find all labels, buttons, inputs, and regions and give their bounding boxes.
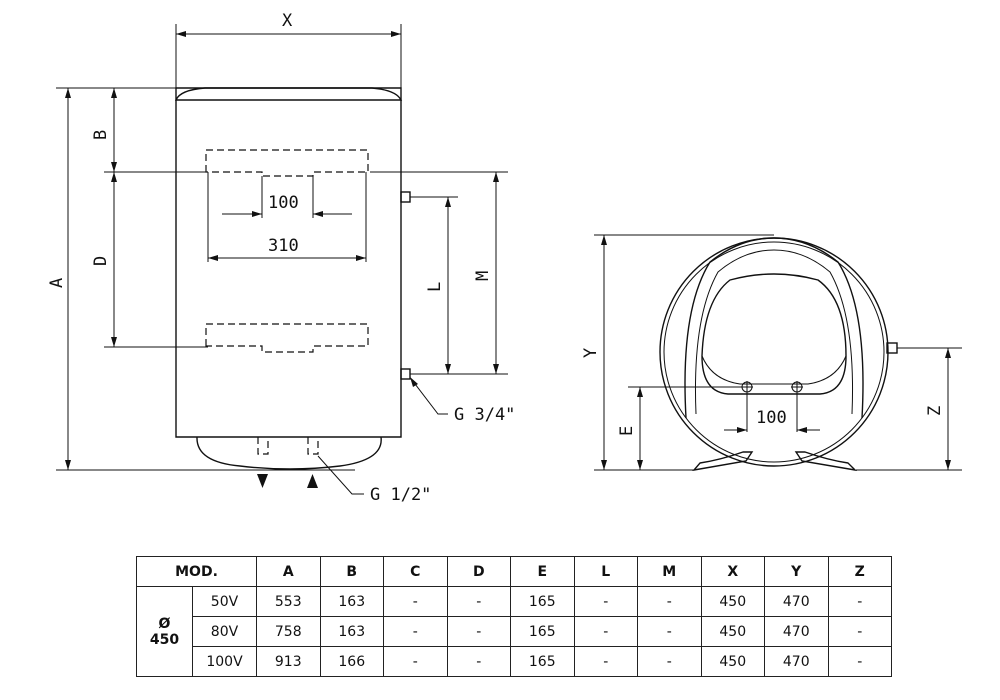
table-cell: - xyxy=(827,586,892,617)
table-cell: - xyxy=(383,586,448,617)
drain-stub-right xyxy=(307,437,319,455)
cover-inner xyxy=(694,249,854,415)
table-cell: - xyxy=(637,616,702,647)
callout-g34: G 3/4" xyxy=(454,405,515,425)
table-cell: - xyxy=(446,646,511,677)
table-cell: - xyxy=(827,616,892,647)
table-cell: 470 xyxy=(764,646,829,677)
header-col: X xyxy=(700,556,765,587)
dim-d-label: D xyxy=(91,256,111,266)
marker-down-triangle xyxy=(257,474,268,488)
table-cell: 450 xyxy=(700,646,765,677)
model-diameter: 450 xyxy=(149,631,180,648)
header-col: A xyxy=(256,556,321,587)
foot-right xyxy=(794,451,858,472)
front-view: X A B D 100 310 L M G 3/4" xyxy=(47,11,515,505)
pipe-lower xyxy=(400,368,411,380)
table-cell: 165 xyxy=(510,616,575,647)
dim-x-label: X xyxy=(282,11,293,31)
marker-up-triangle xyxy=(307,474,318,488)
table-cell: 163 xyxy=(319,616,384,647)
dim-e-label: E xyxy=(617,426,637,436)
table-cell: 913 xyxy=(256,646,321,677)
tank-body xyxy=(175,87,402,438)
table-cell: - xyxy=(383,646,448,677)
tank-outer-circle xyxy=(659,237,889,467)
table-cell: - xyxy=(637,586,702,617)
drain-stub-left xyxy=(257,437,269,455)
dim-b-label: B xyxy=(91,130,111,140)
table-cell: - xyxy=(573,646,638,677)
dimensions-table: MOD. A B C D E L M X Y Z Ø 450 50V 553 1… xyxy=(136,556,892,677)
side-view: Y E 100 Z xyxy=(581,234,962,472)
header-col: E xyxy=(510,556,575,587)
table-cell: 553 xyxy=(256,586,321,617)
pipe-upper xyxy=(400,191,411,203)
dim-y-label: Y xyxy=(581,348,601,358)
header-col: L xyxy=(573,556,638,587)
table-cell: 470 xyxy=(764,616,829,647)
table-row: 100V 913 166 - - 165 - - 450 470 - xyxy=(137,646,892,677)
dim-l-label: L xyxy=(425,282,445,292)
dim-100-side: 100 xyxy=(756,408,787,428)
table-cell: 470 xyxy=(764,586,829,617)
table-cell: 165 xyxy=(510,586,575,617)
variant-cell: 100V xyxy=(192,646,257,677)
table-cell: 450 xyxy=(700,586,765,617)
table-cell: - xyxy=(446,586,511,617)
table-row: Ø 450 50V 553 163 - - 165 - - 450 470 - xyxy=(136,586,892,677)
table-cell: 758 xyxy=(256,616,321,647)
dim-310: 310 xyxy=(268,236,299,256)
variant-cell: 80V xyxy=(192,616,257,647)
table-cell: 165 xyxy=(510,646,575,677)
table-cell: 163 xyxy=(319,586,384,617)
tank-inner-circle xyxy=(663,241,885,463)
model-symbol: Ø xyxy=(158,615,171,632)
table-cell: - xyxy=(573,586,638,617)
table-cell: 450 xyxy=(700,616,765,647)
table-cell: - xyxy=(827,646,892,677)
table-header-row: MOD. A B C D E L M X Y Z xyxy=(136,556,892,587)
header-mod: MOD. xyxy=(136,556,257,587)
callout-g12: G 1/2" xyxy=(370,485,431,505)
table-cell: - xyxy=(446,616,511,647)
header-col: D xyxy=(446,556,511,587)
dim-a-label: A xyxy=(47,278,67,288)
table-cell: - xyxy=(637,646,702,677)
upper-bracket xyxy=(205,149,369,177)
header-col: B xyxy=(319,556,384,587)
cover-outer xyxy=(684,237,864,419)
model-cell: Ø 450 xyxy=(136,586,193,677)
cover-window xyxy=(701,273,847,395)
table-cell: - xyxy=(383,616,448,647)
lower-bracket xyxy=(205,323,369,353)
header-col: Y xyxy=(764,556,829,587)
dim-m-label: M xyxy=(473,271,493,281)
variant-cell: 50V xyxy=(192,586,257,617)
top-cap xyxy=(174,87,403,101)
table-cell: - xyxy=(573,616,638,647)
header-col: Z xyxy=(827,556,892,587)
table-row: 80V 758 163 - - 165 - - 450 470 - xyxy=(137,616,892,647)
table-cell: 166 xyxy=(319,646,384,677)
foot-left xyxy=(692,451,754,472)
dim-z-label: Z xyxy=(925,406,945,416)
bottom-dome xyxy=(196,436,382,470)
header-col: C xyxy=(383,556,448,587)
dim-100-top: 100 xyxy=(268,193,299,213)
header-col: M xyxy=(637,556,702,587)
